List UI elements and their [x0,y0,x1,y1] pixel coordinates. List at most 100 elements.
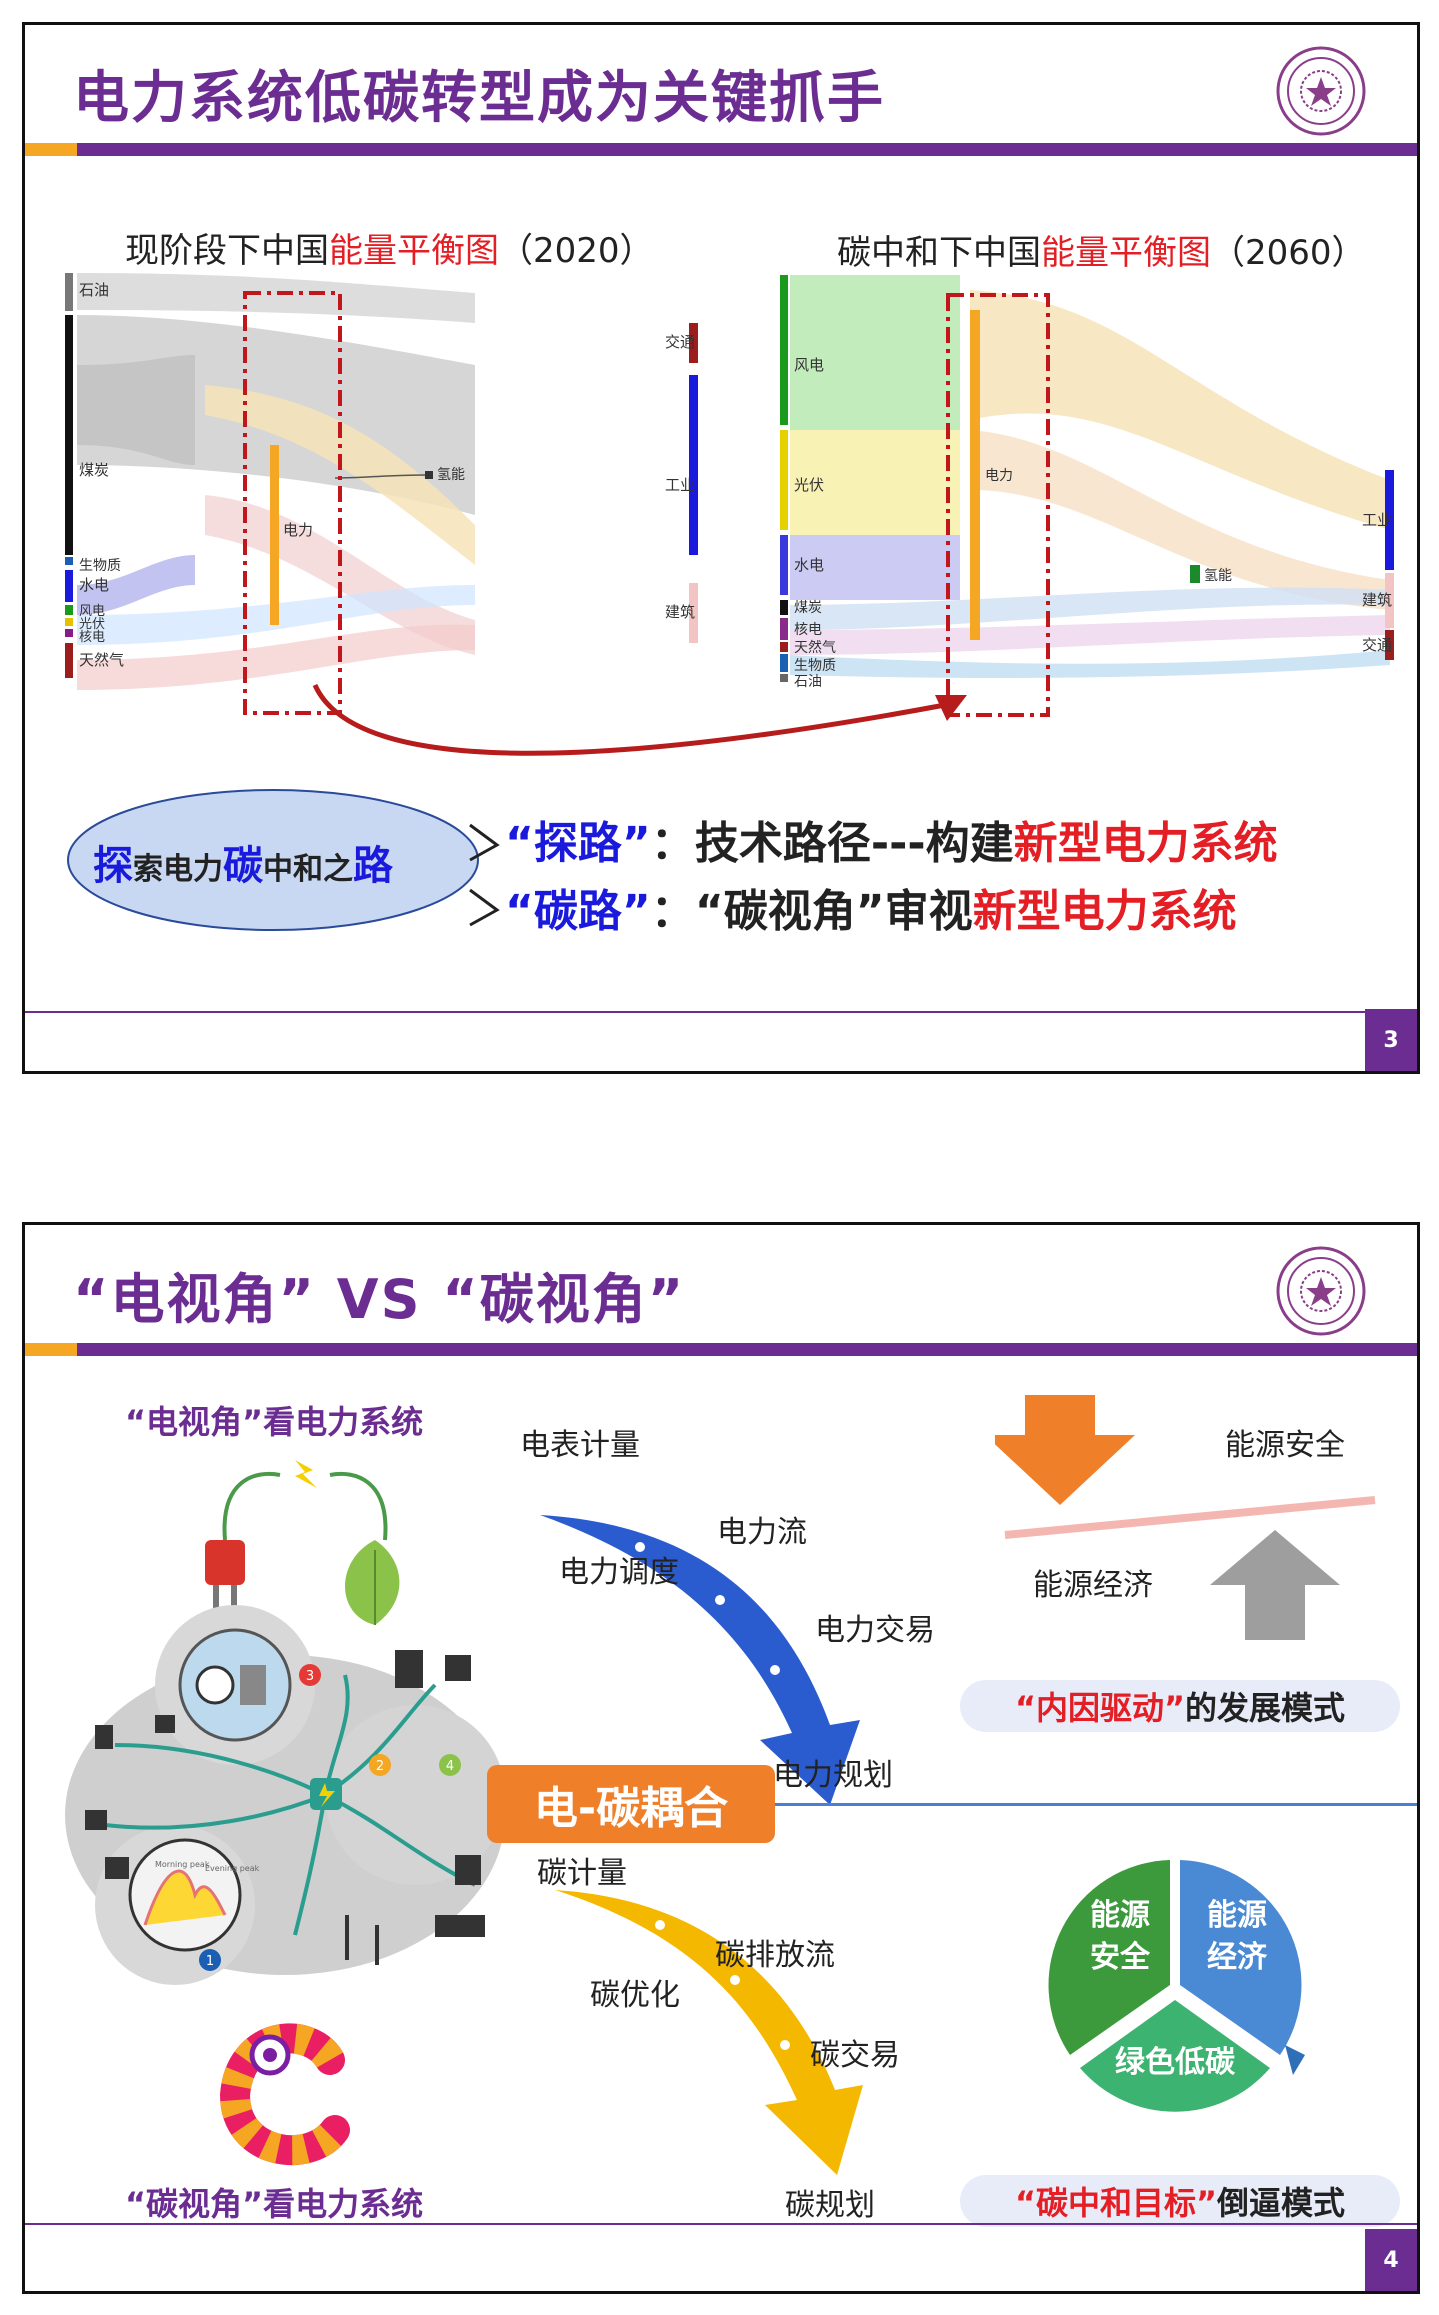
grid-number-2: 2 [376,1759,384,1774]
label-biomass: 生物质 [79,558,121,574]
elec-item-trading: 电力交易 [815,1613,935,1648]
slide-title: 电力系统低碳转型成为关键抓手 [73,66,885,131]
node-industry [1385,470,1394,570]
balance-energy-security: 能源安全 [1225,1428,1345,1463]
left-power-highlight-box [243,291,342,715]
flow-mixed [790,587,1390,630]
label-biomass: 生物质 [794,658,836,674]
flow-coal-power [77,355,195,465]
flow-biomass [790,650,1390,678]
label-wind: 风电 [79,604,105,619]
balance-beam [1004,1496,1376,1539]
node-biomass [65,557,73,565]
title-underline [77,1343,1417,1356]
node-power [970,310,980,640]
node-oil [780,674,788,682]
carbon-view-label: “碳视角”看电力系统 [125,2185,424,2223]
flow-nuclear [790,615,1390,655]
elec-item-flow: 电力流 [717,1515,807,1550]
label-coal: 煤炭 [79,461,109,479]
coupling-badge: 电-碳耦合 [487,1765,775,1843]
electricity-arrow [540,1515,860,1805]
footer-line [25,2223,1417,2225]
down-arrow-icon [995,1395,1135,1505]
elec-view-label: “电视角”看电力系统 [125,1403,424,1441]
segment-security [1048,1860,1170,2055]
label-hydrogen: 氢能 [1204,568,1232,584]
flow-hydrogen [334,474,426,479]
right-chart-title: 碳中和下中国能量平衡图（2060） [837,233,1366,273]
elec-item-meter: 电表计量 [520,1428,640,1463]
label-hydro: 水电 [794,556,824,574]
label-coal: 煤炭 [794,600,822,616]
carbon-item-trading: 碳交易 [810,2038,900,2073]
left-sankey-diagram: 石油 煤炭 生物质 水电 风电 光伏 核电 天然气 电力 氢能 交通 工业 建筑 [65,273,698,715]
node-coal [780,600,788,615]
node-power [270,445,279,625]
grid-number-1: 1 [206,1954,214,1969]
flow-wind-power [790,275,960,430]
tri-economy-label: 能源经济 [1207,1898,1267,1975]
transition-arrow-icon [312,683,967,756]
node-building [689,583,698,643]
node-biomass [780,654,788,672]
label-industry: 工业 [665,476,695,494]
slide-title: “电视角” VS “碳视角” [73,1268,686,1331]
label-oil: 石油 [79,281,109,299]
label-hydro: 水电 [79,576,109,594]
label-building: 建筑 [665,603,695,621]
right-power-highlight-box [946,293,1050,717]
carbon-item-emission-flow: 碳排放流 [715,1938,835,1973]
label-transport: 交通 [665,333,695,351]
label-power: 电力 [283,521,313,539]
explore-carbon-path-label: 探索电力碳中和之路 [93,843,393,889]
segment-green [1080,2000,1270,2112]
slide-4: “电视角” VS “碳视角” “电视角”看电力系统 [22,1222,1420,2294]
smart-grid-illustration: 2 3 4 1 Morning peak Evening peak [65,1605,505,1985]
title-accent-bar [25,1343,77,1356]
page-number: 3 [1365,1009,1417,1071]
flow-power-industry [970,290,1390,530]
segment-economy [1180,1860,1302,2055]
node-coal [65,315,73,555]
node-nuclear [780,618,788,640]
elec-item-dispatch: 电力调度 [559,1555,679,1590]
node-hydro [780,535,788,595]
elec-item-planning: 电力规划 [773,1758,893,1793]
node-gas [65,643,73,678]
label-wind: 风电 [794,356,824,374]
pointer-arrows-icon [469,823,500,927]
node-transport [1385,630,1394,660]
balance-energy-economy: 能源经济 [1033,1568,1153,1603]
footer-line [25,1011,1417,1013]
node-industry [689,375,698,555]
up-arrow-icon [1210,1530,1340,1640]
mode-internal-driven: “内因驱动”的发展模式 [960,1680,1400,1732]
line-tan-lu: “探路”：技术路径---构建新型电力系统 [505,818,1278,869]
flow-hydro-power [790,535,960,600]
label-nuclear: 核电 [794,622,822,638]
title-accent-bar [25,143,77,156]
tri-green-label: 绿色低碳 [1115,2045,1235,2080]
title-underline [77,143,1417,156]
page-number: 4 [1365,2229,1417,2291]
carbon-c-mascot-icon [219,2023,350,2166]
node-hydrogen [425,471,433,479]
flow-power-building [970,430,1390,610]
node-hydrogen [1190,565,1200,583]
node-building [1385,573,1394,628]
label-power: 电力 [985,468,1013,484]
node-wind [65,605,73,615]
label-oil: 石油 [794,674,822,690]
node-solar [780,430,788,530]
label-building: 建筑 [1362,591,1392,609]
university-logo-icon [1276,1246,1366,1336]
flow-power-industry [205,385,475,565]
university-logo-icon [1276,46,1366,136]
mode-carbon-target: “碳中和目标”倒逼模式 [960,2175,1400,2227]
node-nuclear [65,629,73,637]
label-hydrogen: 氢能 [437,467,465,483]
line-tan-lu-carbon: “碳路”：“碳视角”审视新型电力系统 [505,886,1237,937]
label-gas: 天然气 [79,651,124,669]
node-gas [780,642,788,652]
